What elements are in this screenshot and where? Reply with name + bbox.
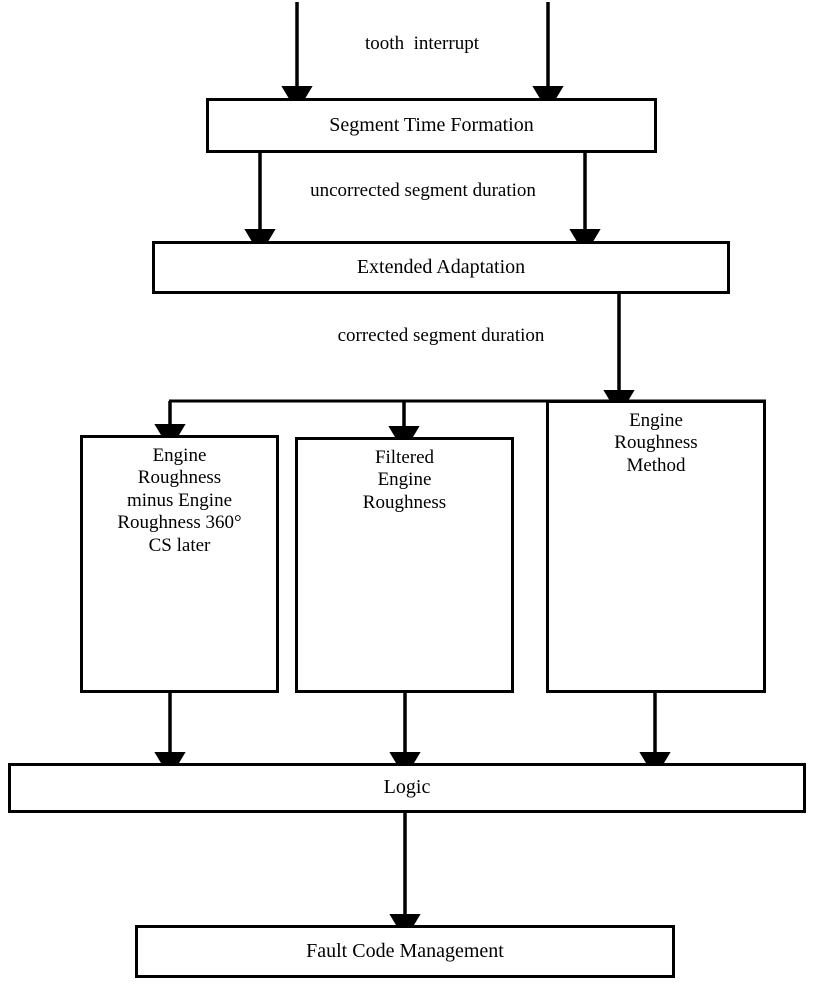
node-segment-time-formation[interactable]: Segment Time Formation: [206, 98, 657, 153]
node-extended-adaptation[interactable]: Extended Adaptation: [152, 241, 730, 294]
node-logic[interactable]: Logic: [8, 763, 806, 813]
node-filtered-engine-roughness[interactable]: Filtered Engine Roughness: [295, 437, 514, 693]
node-label-extended-adaptation: Extended Adaptation: [356, 255, 526, 278]
node-label-engine-roughness-method: Engine Roughness Method: [614, 410, 698, 476]
node-label-fault-code-management: Fault Code Management: [306, 939, 504, 962]
edge-label-corrected-segment-duration: corrected segment duration: [337, 325, 545, 346]
node-label-segment-time-formation: Segment Time Formation: [329, 113, 534, 136]
node-fault-code-management[interactable]: Fault Code Management: [135, 925, 675, 978]
edge-label-uncorrected-segment-duration: uncorrected segment duration: [310, 180, 536, 201]
node-label-filtered-engine-roughness: Filtered Engine Roughness: [362, 447, 447, 513]
edge-label-tooth-interrupt: tooth interrupt: [365, 33, 479, 54]
node-label-engine-roughness-minus: Engine Roughness minus Engine Roughness …: [117, 445, 242, 556]
node-engine-roughness-minus[interactable]: Engine Roughness minus Engine Roughness …: [80, 435, 279, 693]
node-engine-roughness-method[interactable]: Engine Roughness Method: [546, 400, 766, 693]
node-label-logic: Logic: [383, 776, 431, 799]
